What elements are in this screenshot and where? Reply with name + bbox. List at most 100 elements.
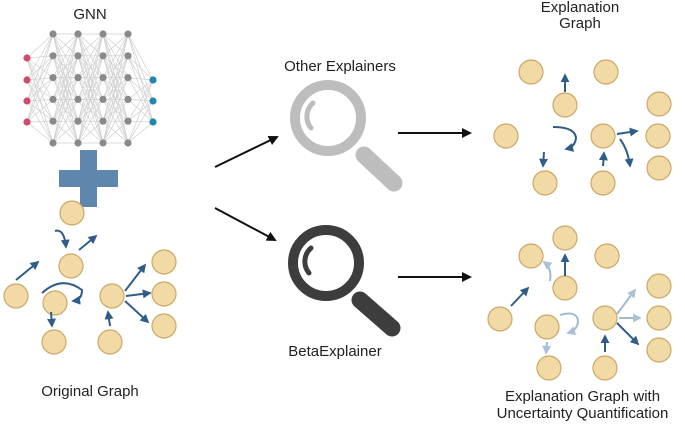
gnn-node [124, 139, 132, 147]
graph-edge-arrow [552, 126, 578, 152]
graph-edge-arrow [616, 288, 637, 315]
magnifying-glass-icon [290, 80, 403, 192]
gnn-connection [26, 55, 54, 123]
gnn-connection [102, 33, 129, 144]
gnn-node [149, 97, 157, 105]
uncertainty-graph-title-line2: Uncertainty Quantification [496, 405, 669, 422]
gnn-connection [102, 77, 129, 144]
gnn-node [124, 117, 132, 125]
graph-edge-arrow [542, 260, 553, 282]
gnn-node [49, 95, 57, 103]
flow-arrow-to-other-explainers [214, 135, 279, 168]
gnn-node [74, 30, 82, 38]
gnn-node [23, 118, 31, 126]
other-explainers-label: Other Explainers [284, 58, 396, 75]
gnn-connection [127, 77, 154, 81]
graph-node [493, 123, 519, 149]
graph-node [518, 59, 544, 85]
gnn-node [23, 76, 31, 84]
graph-node [99, 283, 125, 309]
gnn-connection [26, 77, 54, 123]
graph-edge-arrow [542, 341, 552, 355]
gnn-connection [127, 77, 154, 123]
gnn-node [74, 95, 82, 103]
graph-edge-arrow [598, 151, 608, 167]
graph-node [151, 281, 177, 307]
graph-edge-arrow [54, 229, 70, 249]
gnn-connection [102, 120, 129, 144]
graph-node [552, 92, 578, 118]
gnn-connection [52, 33, 79, 144]
gnn-node [49, 52, 57, 60]
gnn-node [74, 139, 82, 147]
uncertainty-graph-title-line1: Explanation Graph with [504, 388, 661, 405]
gnn-connection [127, 121, 154, 144]
gnn-node [99, 95, 107, 103]
gnn-node [49, 139, 57, 147]
gnn-node [99, 52, 107, 60]
graph-node [42, 290, 68, 316]
gnn-network-icon [23, 30, 157, 147]
graph-node [552, 225, 578, 251]
betaexplainer-label: BetaExplainer [288, 343, 382, 360]
graph-node [646, 155, 672, 181]
gnn-connection [102, 33, 129, 78]
graph-node [534, 314, 560, 340]
gnn-connection [102, 33, 129, 100]
gnn-connection [77, 120, 104, 144]
gnn-connection [102, 33, 129, 122]
gnn-node [99, 74, 107, 82]
graph-node [645, 123, 671, 149]
gnn-node [99, 30, 107, 38]
magnifying-glass-icon [288, 225, 401, 337]
graph-node [97, 329, 123, 355]
graph-edge-arrow [125, 289, 152, 299]
graph-edge-arrow [104, 310, 114, 327]
graph-node [552, 275, 578, 301]
original-graph-label: Original Graph [41, 383, 139, 400]
graph-node [590, 170, 616, 196]
gnn-connection [77, 33, 104, 57]
flow-arrows [214, 128, 472, 282]
graph-node [592, 355, 618, 381]
graph-node [594, 243, 620, 269]
gnn-connection [127, 55, 154, 81]
gnn-connection [127, 79, 154, 122]
graph-edge-arrow [124, 300, 150, 324]
gnn-connection [77, 99, 104, 144]
gnn-connection [102, 33, 129, 57]
graph-node [592, 305, 618, 331]
gnn-connection [26, 33, 54, 102]
gnn-connection [26, 33, 54, 81]
graph-edge-arrow [619, 138, 634, 168]
gnn-connection [127, 100, 154, 144]
gnn-connection [102, 99, 129, 144]
graph-node [646, 91, 672, 117]
gnn-connection [127, 33, 154, 81]
gnn-node [23, 97, 31, 105]
gnn-connection [52, 33, 79, 78]
gnn-connection [77, 33, 104, 78]
gnn-node [74, 52, 82, 60]
gnn-connection [52, 33, 79, 122]
gnn-connection [52, 55, 79, 144]
gnn-connection [26, 121, 54, 144]
graph-edge-arrow [41, 282, 84, 305]
graph-edge-arrow [559, 312, 580, 335]
gnn-node [124, 30, 132, 38]
graph-edge-arrow [616, 322, 640, 346]
gnn-node [74, 74, 82, 82]
gnn-connection [52, 77, 79, 144]
graph-node [646, 273, 672, 299]
gnn-connection [102, 55, 129, 144]
gnn-connection [127, 79, 154, 144]
gnn-node [99, 117, 107, 125]
graph-node [646, 305, 672, 331]
gnn-node [49, 30, 57, 38]
graph-node [593, 59, 619, 85]
gnn-node [124, 95, 132, 103]
gnn-connection [26, 99, 54, 123]
gnn-connection [26, 33, 54, 123]
graph-node [536, 355, 562, 381]
graph-node [58, 253, 84, 279]
